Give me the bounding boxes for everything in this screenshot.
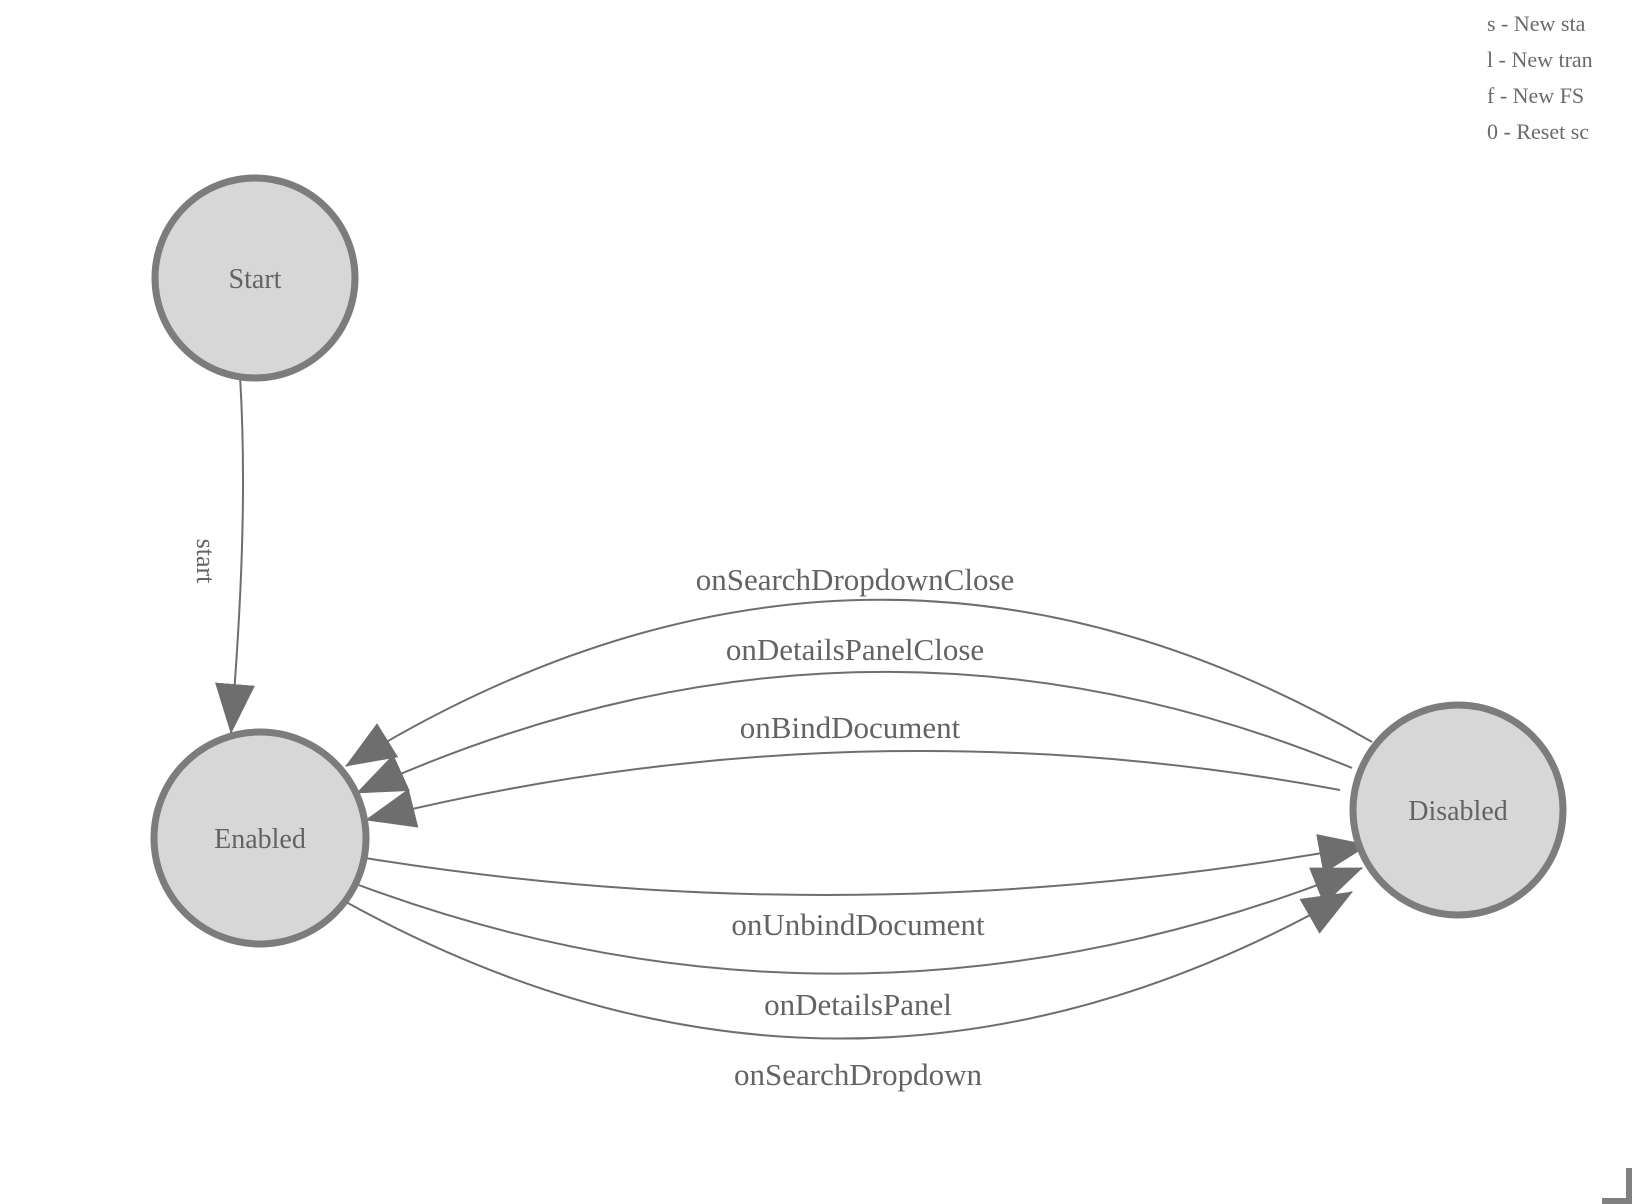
transition-label-onSearchDropdownClose: onSearchDropdownClose: [696, 562, 1015, 597]
state-node-disabled[interactable]: [1349, 701, 1567, 919]
legend-line-new-fsm: f - New FS: [1487, 83, 1585, 108]
transition-label-start: start: [191, 539, 220, 585]
transition-onBindDocument[interactable]: [365, 749, 1341, 828]
transition-onSearchDropdownClose[interactable]: [345, 598, 1373, 767]
shortcut-legend: s - New sta l - New tran f - New FS 0 - …: [1487, 6, 1593, 150]
state-label-enabled: Enabled: [214, 824, 306, 855]
state-node-start[interactable]: [151, 174, 359, 382]
transition-label-onDetailsPanel: onDetailsPanel: [764, 987, 952, 1022]
transition-start[interactable]: [215, 375, 255, 734]
state-node-enabled[interactable]: [150, 728, 370, 948]
transition-label-onDetailsPanelClose: onDetailsPanelClose: [726, 632, 984, 667]
transition-onDetailsPanel[interactable]: [355, 867, 1363, 975]
transition-label-onBindDocument: onBindDocument: [740, 710, 961, 745]
transition-onSearchDropdown[interactable]: [345, 891, 1353, 1040]
transition-onDetailsPanelClose[interactable]: [356, 670, 1353, 794]
state-label-disabled: Disabled: [1408, 796, 1508, 827]
state-label-start: Start: [229, 264, 282, 295]
transition-label-onUnbindDocument: onUnbindDocument: [731, 907, 985, 942]
canvas-corner: [1602, 1168, 1632, 1204]
legend-line-new-transition: l - New tran: [1487, 47, 1593, 72]
transition-label-onSearchDropdown: onSearchDropdown: [734, 1057, 982, 1092]
transition-onUnbindDocument[interactable]: [364, 834, 1369, 896]
legend-line-new-state: s - New sta: [1487, 11, 1586, 36]
legend-line-reset: 0 - Reset sc: [1487, 119, 1590, 144]
